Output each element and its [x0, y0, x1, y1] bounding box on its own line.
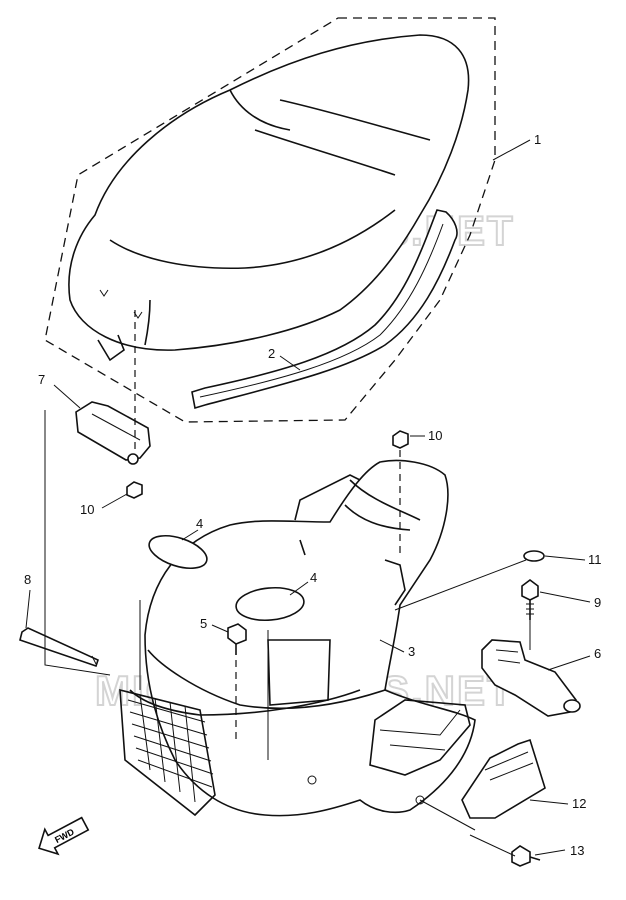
screw-9	[521, 579, 539, 620]
callout-3: 3	[408, 644, 415, 659]
washer	[523, 550, 545, 562]
callout-4-upper: 4	[196, 516, 203, 531]
callout-10-upper: 10	[428, 428, 442, 443]
leader-1	[492, 139, 531, 161]
leader-4a	[181, 529, 199, 541]
callout-8: 8	[24, 572, 31, 587]
callout-9: 9	[594, 595, 601, 610]
rubber-pad-lower	[235, 586, 305, 622]
callout-4-lower: 4	[310, 570, 317, 585]
leader-5	[211, 624, 229, 633]
leader-2	[279, 355, 301, 371]
assembly-line-washer	[394, 559, 527, 611]
leader-11	[544, 555, 586, 561]
callout-10-lower: 10	[80, 502, 94, 517]
seat	[68, 34, 470, 362]
bolt-5	[227, 623, 247, 655]
rubber-pad-upper	[148, 534, 208, 570]
screw-13	[511, 845, 541, 867]
cover-plate	[461, 738, 546, 819]
assembly-line-rod-left	[44, 410, 111, 676]
assembly-line-cover	[419, 799, 476, 831]
leader-7	[53, 384, 81, 409]
seat-assembly-boundary	[44, 17, 496, 423]
seat-trim-strip	[191, 209, 458, 410]
leader-3	[379, 639, 405, 653]
leader-12	[529, 799, 569, 805]
nut-lower	[126, 481, 143, 499]
assembly-line-screw-13	[469, 834, 516, 857]
callout-12: 12	[572, 796, 586, 811]
callout-1: 1	[534, 132, 541, 147]
callout-6: 6	[594, 646, 601, 661]
fwd-arrow-icon: FWD	[38, 816, 90, 856]
leader-9	[539, 591, 591, 603]
callout-7: 7	[38, 372, 45, 387]
seat-lock	[481, 639, 581, 717]
hinge-rod	[19, 627, 99, 668]
hinge-bracket	[75, 401, 151, 465]
helmet-box	[119, 459, 476, 817]
callout-13: 13	[570, 843, 584, 858]
leader-13	[534, 849, 566, 856]
callout-2: 2	[268, 346, 275, 361]
leader-4b	[289, 581, 309, 596]
callout-5: 5	[200, 616, 207, 631]
callout-11: 11	[588, 552, 602, 567]
leader-8	[25, 589, 31, 629]
nut-upper	[392, 430, 409, 449]
leader-6	[547, 655, 591, 671]
leader-10b	[101, 493, 128, 509]
